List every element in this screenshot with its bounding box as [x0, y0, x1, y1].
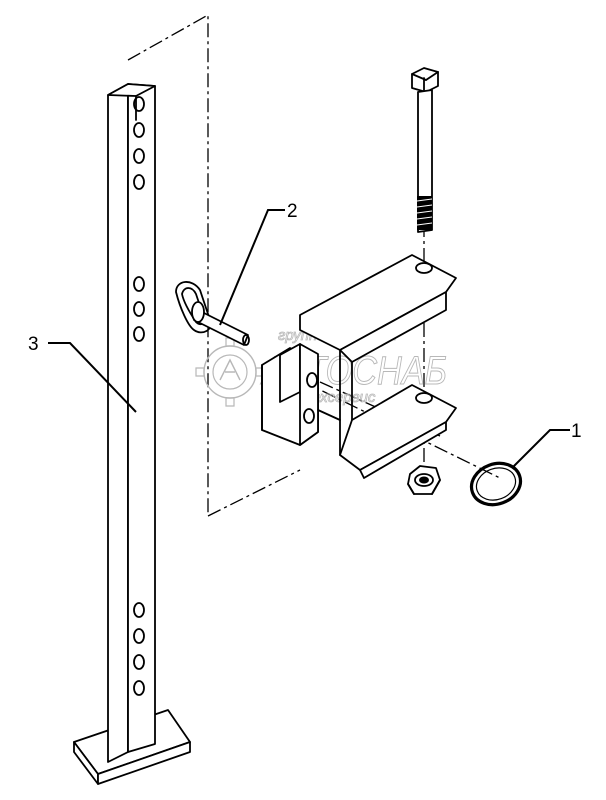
- watermark-gear-icon: [195, 337, 265, 407]
- leader-1: [511, 429, 570, 469]
- bracket: [261, 254, 457, 479]
- nut: [407, 465, 441, 495]
- callout-3: 3: [28, 334, 39, 355]
- leader-3: [48, 342, 137, 413]
- callout-2: 2: [287, 201, 298, 222]
- bolt: [411, 67, 439, 233]
- lock-pin: [175, 281, 250, 346]
- leader-lines: [48, 209, 570, 469]
- alignment-lines: [127, 13, 501, 517]
- leg-holes-middle: [133, 276, 145, 342]
- leader-2: [219, 209, 285, 326]
- callout-1: 1: [571, 421, 582, 442]
- snap-ring: [469, 461, 523, 507]
- leg-holes-lower: [133, 602, 145, 696]
- stand-leg: [73, 83, 191, 785]
- leg-holes-upper: [133, 96, 145, 190]
